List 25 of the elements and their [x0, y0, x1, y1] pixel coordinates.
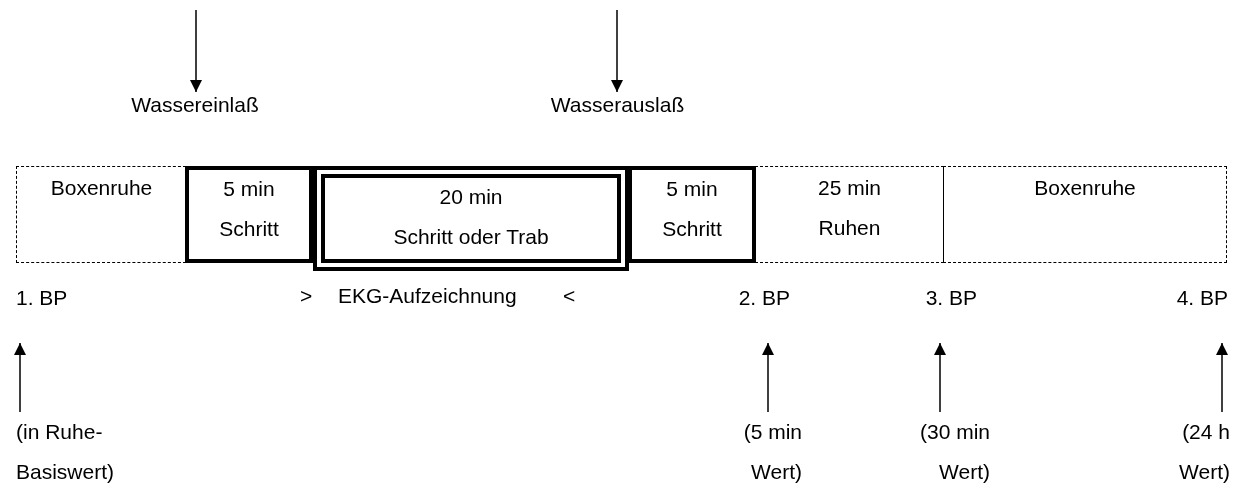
measurement-label: 3. BP	[895, 285, 977, 343]
event-label: Wassereinlaß	[100, 92, 290, 122]
band-segment: Boxenruhe	[16, 166, 186, 263]
arrow	[934, 342, 946, 413]
time-note: (30 min Wert)	[880, 412, 990, 492]
measurement-label: 1. BP	[16, 285, 96, 343]
band-segment: 25 min Ruhen	[755, 166, 944, 263]
arrow	[762, 342, 774, 413]
phase-box: 5 min Schritt	[628, 166, 756, 263]
measurement-label: 4. BP	[1150, 285, 1228, 343]
bracket-mark: >	[300, 284, 313, 308]
phase-box: 20 min Schritt oder Trab	[313, 166, 629, 271]
measurement-label: 2. BP	[710, 285, 790, 343]
arrow	[14, 342, 26, 413]
phase-box: 5 min Schritt	[185, 166, 313, 263]
time-note: (24 h Wert)	[1140, 412, 1230, 492]
time-note: (5 min Wert)	[690, 412, 802, 492]
band-segment: Boxenruhe	[943, 166, 1227, 263]
time-note: (in Ruhe- Basiswert)	[16, 412, 196, 492]
event-label: Wasserauslaß	[520, 92, 715, 122]
arrow	[611, 9, 623, 93]
arrow	[1216, 342, 1228, 413]
arrow	[190, 9, 202, 93]
recording-label: EKG-Aufzeichnung	[338, 284, 517, 308]
bracket-mark: <	[563, 284, 576, 308]
